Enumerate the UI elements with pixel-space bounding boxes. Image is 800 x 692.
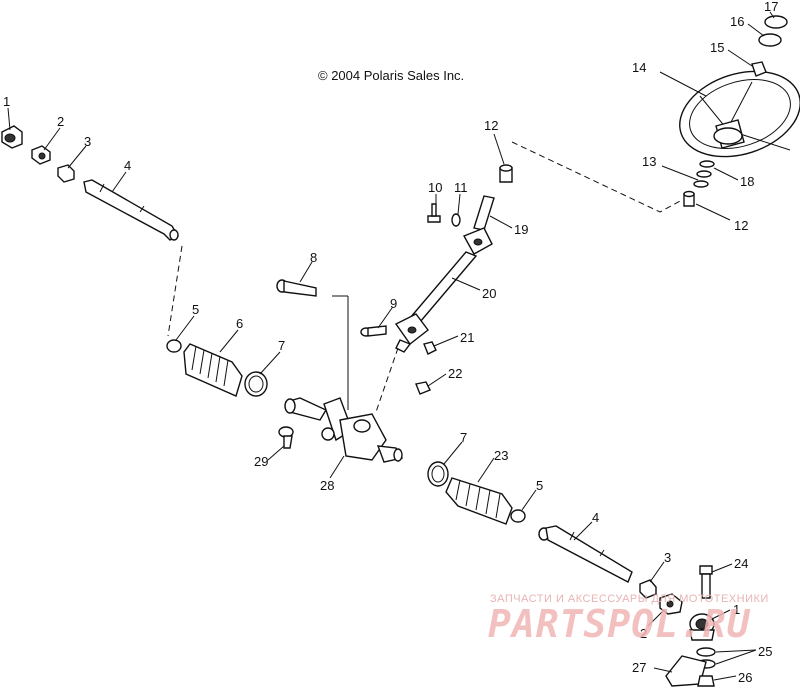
steering-boot-right bbox=[445, 477, 513, 525]
leader-lines bbox=[7, 11, 775, 681]
callout-28: 28 bbox=[320, 478, 334, 493]
callout-24: 24 bbox=[734, 556, 748, 571]
steering-rack-housing bbox=[284, 397, 404, 463]
watermark-logo: PARTSPOL.RU bbox=[488, 602, 751, 646]
callout-22: 22 bbox=[448, 366, 462, 381]
nut-22 bbox=[415, 381, 431, 395]
callout-19: 19 bbox=[514, 222, 528, 237]
nut-21 bbox=[423, 341, 437, 355]
nut-26 bbox=[697, 675, 715, 687]
callout-6: 6 bbox=[236, 316, 243, 331]
boot-clamp-right-small bbox=[510, 509, 526, 523]
callout-14: 14 bbox=[632, 60, 646, 75]
callout-11: 11 bbox=[454, 180, 468, 195]
bracket-27 bbox=[665, 655, 707, 687]
nut-left bbox=[57, 164, 75, 183]
callout-26: 26 bbox=[738, 670, 752, 685]
washers-18 bbox=[693, 160, 715, 188]
upper-u-joint bbox=[463, 227, 493, 255]
callout-3-right: 3 bbox=[664, 550, 671, 565]
boot-clamp-left-large bbox=[244, 371, 268, 397]
callout-1-right: 1 bbox=[733, 602, 740, 617]
callout-12-lower: 12 bbox=[734, 218, 748, 233]
callout-27: 27 bbox=[632, 660, 646, 675]
callout-10: 10 bbox=[428, 180, 442, 195]
washer-11 bbox=[451, 213, 461, 227]
bushing-12-upper bbox=[499, 164, 513, 183]
lower-u-joint bbox=[394, 313, 429, 353]
bushing-12-lower bbox=[683, 190, 695, 207]
tie-rod-end-left bbox=[1, 125, 23, 149]
callout-1-left: 1 bbox=[3, 94, 10, 109]
callout-8: 8 bbox=[310, 250, 317, 265]
watermark-tagline: ЗАПЧАСТИ И АКСЕССУАРЫ ДЛЯ МОТОТЕХНИКИ bbox=[490, 593, 769, 605]
steering-shaft-20 bbox=[408, 251, 478, 323]
callout-29: 29 bbox=[254, 454, 268, 469]
callout-23: 23 bbox=[494, 448, 508, 463]
callout-5-left: 5 bbox=[192, 302, 199, 317]
bolt-8 bbox=[276, 279, 317, 297]
assembly-line-left bbox=[167, 245, 183, 337]
steering-boot-left bbox=[183, 343, 243, 397]
jam-nut-left bbox=[31, 145, 51, 165]
callout-3-left: 3 bbox=[84, 134, 91, 149]
boot-clamp-right-large bbox=[427, 461, 449, 487]
callout-labels: 1 2 3 4 5 6 7 8 9 10 11 12 12 13 14 15 1… bbox=[3, 0, 778, 685]
assembly-line-shaft bbox=[375, 347, 399, 413]
copyright-notice: © 2004 Polaris Sales Inc. bbox=[318, 68, 465, 83]
callout-15: 15 bbox=[710, 40, 724, 55]
callout-20: 20 bbox=[482, 286, 496, 301]
callout-2-left: 2 bbox=[57, 114, 64, 129]
callout-7-right: 7 bbox=[460, 430, 467, 445]
callout-9: 9 bbox=[390, 296, 397, 311]
inner-tie-rod-left bbox=[83, 179, 179, 241]
bolt-10 bbox=[427, 203, 441, 223]
callout-18: 18 bbox=[740, 174, 754, 189]
callout-21: 21 bbox=[460, 330, 474, 345]
callout-25: 25 bbox=[758, 644, 772, 659]
inner-tie-rod-right bbox=[538, 525, 633, 583]
callout-17: 17 bbox=[764, 0, 778, 14]
callout-2-right: 2 bbox=[640, 626, 647, 641]
cap-16 bbox=[758, 33, 782, 47]
nut-15 bbox=[751, 61, 767, 77]
boot-clamp-left-small bbox=[166, 339, 182, 353]
callout-16: 16 bbox=[730, 14, 744, 29]
bolt-9 bbox=[360, 325, 387, 337]
callout-13: 13 bbox=[642, 154, 656, 169]
callout-4-left: 4 bbox=[124, 158, 131, 173]
callout-12-upper: 12 bbox=[484, 118, 498, 133]
callout-7-left: 7 bbox=[278, 338, 285, 353]
callout-4-right: 4 bbox=[592, 510, 599, 525]
callout-5-right: 5 bbox=[536, 478, 543, 493]
bolt-29 bbox=[278, 426, 294, 449]
bolt-24 bbox=[699, 565, 713, 599]
steering-wheel bbox=[679, 70, 800, 158]
upper-shaft-19 bbox=[473, 195, 495, 231]
jam-nut-right bbox=[659, 593, 683, 615]
nut-right bbox=[639, 579, 657, 599]
tie-rod-end-right bbox=[689, 613, 715, 641]
assembly-line-column bbox=[511, 141, 683, 213]
emblem-17 bbox=[764, 15, 788, 29]
